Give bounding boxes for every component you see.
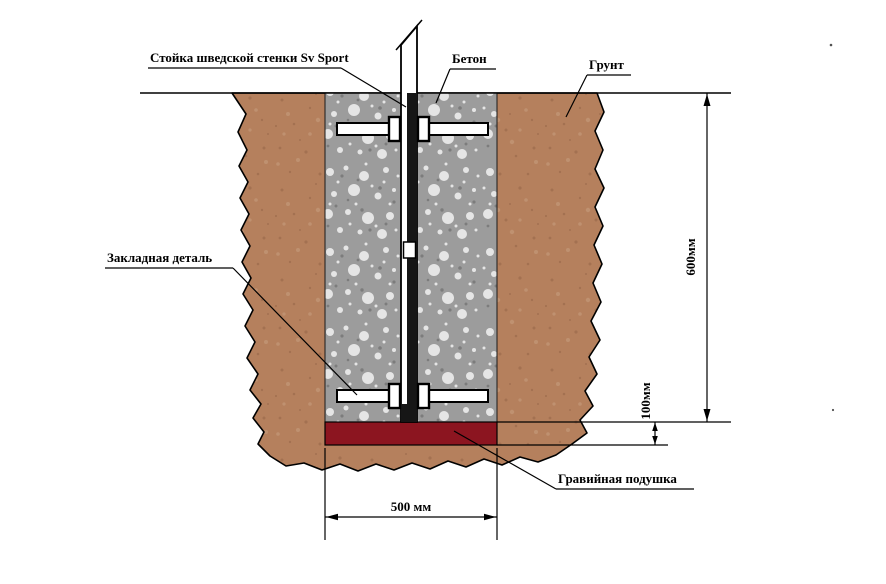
concrete-callout-leader bbox=[435, 68, 451, 104]
post-callout-leader bbox=[340, 67, 407, 108]
post-foot bbox=[401, 404, 417, 422]
gravel-thickness-dimension-label: 100мм bbox=[638, 382, 653, 419]
width-dimension: 500 мм bbox=[324, 448, 498, 540]
concrete-callout: Бетон bbox=[435, 51, 496, 104]
arrow-up-icon bbox=[703, 94, 711, 106]
gravel-callout: Гравийная подушка bbox=[453, 430, 694, 490]
top-bracket-right bbox=[416, 115, 431, 143]
anchor-plates-top bbox=[336, 115, 489, 143]
bottom-plate-right bbox=[426, 389, 489, 403]
gravel-label: Гравийная подушка bbox=[558, 471, 677, 486]
concrete-label: Бетон bbox=[452, 51, 487, 66]
top-bracket-left bbox=[387, 115, 402, 143]
arrow-down-icon bbox=[703, 409, 711, 421]
arrow-right-icon bbox=[484, 513, 496, 521]
post-label: Стойка шведской стенки Sv Sport bbox=[150, 50, 349, 65]
bottom-bracket-left bbox=[387, 382, 402, 410]
embedded-part-label: Закладная деталь bbox=[107, 250, 212, 265]
top-plate-right bbox=[426, 122, 489, 136]
top-plate-left bbox=[336, 122, 390, 136]
bottom-bracket-right bbox=[416, 382, 431, 410]
stray-dot-top bbox=[829, 43, 833, 47]
width-dimension-label: 500 мм bbox=[391, 499, 432, 514]
arrow-up-icon bbox=[652, 422, 658, 431]
post-opening bbox=[402, 241, 417, 259]
soil-callout-leader bbox=[565, 74, 588, 118]
depth-dimension-label: 600мм bbox=[683, 238, 698, 275]
stray-dot-bottom bbox=[831, 408, 835, 412]
embedded-part-callout: Закладная деталь bbox=[105, 250, 358, 396]
soil-label: Грунт bbox=[589, 57, 625, 72]
gravel-thickness-dimension: 100мм bbox=[638, 382, 658, 445]
post-callout: Стойка шведской стенки Sv Sport bbox=[148, 50, 407, 108]
bottom-plate-left bbox=[336, 389, 390, 403]
anchor-plates-bottom bbox=[336, 382, 489, 410]
arrow-down-icon bbox=[652, 436, 658, 445]
gravel-callout-leader bbox=[453, 430, 557, 490]
depth-dimension: 600мм bbox=[683, 93, 711, 422]
post-break-line bbox=[395, 19, 423, 51]
post bbox=[395, 19, 423, 423]
gravel-pad bbox=[324, 421, 498, 446]
embedded-part-leader bbox=[232, 267, 358, 396]
arrow-left-icon bbox=[326, 513, 338, 521]
soil-callout: Грунт bbox=[565, 57, 631, 118]
